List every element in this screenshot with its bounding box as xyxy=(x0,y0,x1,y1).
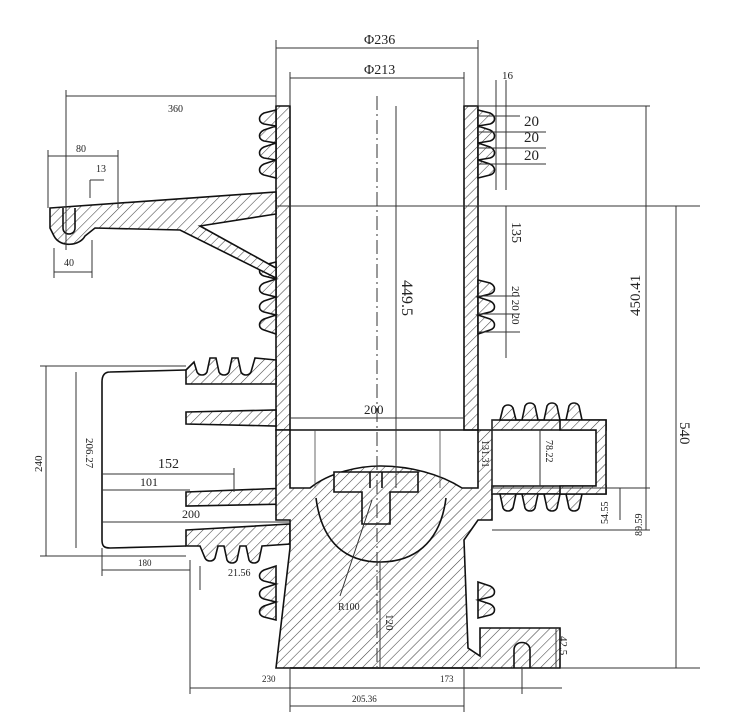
dim-135: 135 xyxy=(508,222,523,243)
base-body xyxy=(275,429,561,669)
dimension-labels: Φ236 Φ213 16 20 20 20 360 80 13 40 135 4… xyxy=(33,33,692,704)
dim-80: 80 xyxy=(76,144,86,155)
dim-540: 540 xyxy=(676,422,692,445)
dim-152: 152 xyxy=(158,457,179,472)
dimension-lines xyxy=(40,40,700,712)
dim-173: 173 xyxy=(440,674,454,684)
dim-205-36: 205.36 xyxy=(352,694,377,704)
dim-200-inner: 200 xyxy=(182,507,200,521)
dim-101: 101 xyxy=(140,475,158,489)
mounting-flange-arm xyxy=(49,191,277,280)
left-tube-wall xyxy=(275,105,291,431)
insert-bore xyxy=(369,472,383,488)
central-insert xyxy=(333,471,419,525)
flange-hole xyxy=(62,208,76,235)
right-branch-sheds-lower xyxy=(499,493,583,512)
left-branch-ribs xyxy=(185,409,277,427)
dim-230: 230 xyxy=(262,674,276,684)
middle-right-sheds xyxy=(475,278,496,336)
bottom-left-sheds xyxy=(258,564,279,622)
dim-42-5: 42.5 xyxy=(557,636,569,656)
dim-240: 240 xyxy=(33,455,45,472)
left-branch-sheds-lower xyxy=(185,523,291,564)
cross-section xyxy=(49,105,607,669)
right-tube-wall xyxy=(463,105,479,431)
left-branch-lower xyxy=(185,487,291,507)
right-branch-end xyxy=(559,419,607,495)
dim-449-5: 449.5 xyxy=(398,280,415,316)
dim-131-31: 131.31 xyxy=(479,440,490,468)
outlines xyxy=(101,369,478,669)
upper-right-sheds xyxy=(477,108,496,180)
left-branch-sheds-upper xyxy=(185,357,277,385)
dim-200-top: 200 xyxy=(364,402,384,417)
bottom-bolt-hole xyxy=(513,641,531,668)
dim-phi213: Φ213 xyxy=(364,63,395,78)
dim-phi236: Φ236 xyxy=(364,33,395,48)
right-branch-sheds-upper xyxy=(498,402,583,421)
dim-20-b: 20 xyxy=(524,130,539,146)
dim-13: 13 xyxy=(96,164,106,175)
dim-54-55: 54.55 xyxy=(600,502,611,525)
dim-20-c: 20 xyxy=(524,148,539,164)
dim-360: 360 xyxy=(168,104,183,115)
dim-16: 16 xyxy=(502,70,514,82)
dim-450-41: 450.41 xyxy=(628,275,644,316)
left-branch-cavity xyxy=(101,369,187,549)
dim-206-27: 206.27 xyxy=(83,438,95,469)
dim-120: 120 xyxy=(383,614,395,631)
dim-180: 180 xyxy=(138,558,152,568)
dim-78-22: 78.22 xyxy=(543,440,554,463)
dim-r100: R100 xyxy=(338,602,360,613)
dim-40: 40 xyxy=(64,258,74,269)
bottom-right-sheds xyxy=(475,580,496,620)
dim-20-a: 20 xyxy=(524,114,539,130)
dim-21-56: 21.56 xyxy=(228,568,251,579)
upper-left-sheds xyxy=(258,108,277,180)
dim-89-59: 89.59 xyxy=(634,514,645,537)
dim-20-20-20: 20 20 20 xyxy=(509,286,521,325)
